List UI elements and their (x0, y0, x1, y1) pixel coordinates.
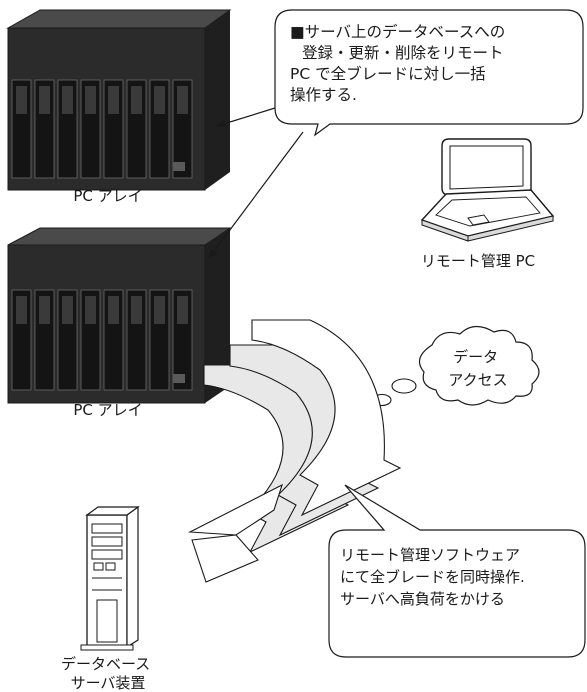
laptop-label: リモート管理 PC (421, 252, 535, 270)
thought-text: データ アクセス (448, 348, 507, 389)
blade-slots-top (11, 79, 193, 179)
callout-top-text: ■サーバ上のデータベースへの 登録・更新・削除をリモート PC で全ブレードに対… (290, 22, 510, 104)
thought-cloud: データ アクセス (360, 325, 540, 415)
array-top-label: PC アレイ (73, 187, 142, 205)
database-server-icon (80, 505, 140, 651)
access-arrows (187, 319, 402, 583)
laptop-icon (420, 138, 555, 242)
callout-bottom: リモート管理ソフトウェア にて全ブレードを同時操作. サーバへ高負荷をかける (328, 484, 586, 658)
callout-top: ■サーバ上のデータベースへの 登録・更新・削除をリモート PC で全ブレードに対… (274, 9, 584, 137)
blade-slots-bottom (11, 289, 193, 391)
server-label: データベース サーバ装置 (61, 655, 155, 692)
array-bottom-label: PC アレイ (73, 401, 142, 419)
power-button-icon (173, 374, 185, 383)
connector-to-bottom-array (208, 131, 304, 259)
connector-to-top-array (216, 107, 276, 128)
power-button-icon (173, 162, 185, 171)
pc-array-bottom (7, 227, 232, 404)
pc-array-top (6, 9, 232, 191)
callout-bottom-text: リモート管理ソフトウェア にて全ブレードを同時操作. サーバへ高負荷をかける (340, 546, 530, 608)
